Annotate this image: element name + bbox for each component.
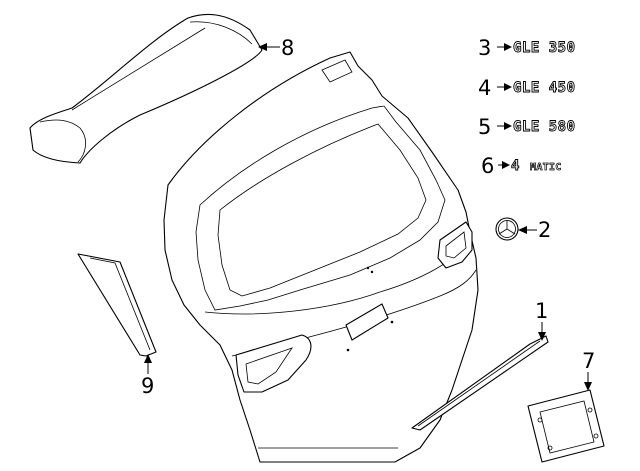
spoiler-part [29, 13, 263, 164]
callout-3: 3 [478, 36, 491, 60]
badge-gle350: GLE 350 [513, 40, 576, 56]
callout-9: 9 [141, 374, 154, 398]
badge-gle450: GLE 450 [513, 80, 576, 96]
callout-6: 6 [481, 154, 494, 178]
callout-2: 2 [538, 218, 551, 242]
callout-7: 7 [582, 349, 595, 373]
callout-1: 1 [535, 299, 548, 323]
license-bracket-part [527, 389, 605, 463]
liftgate-part [163, 51, 479, 463]
badge-4matic-text: MATIC [530, 162, 562, 173]
callout-8: 8 [281, 36, 294, 60]
callout-5: 5 [478, 115, 491, 139]
leader-lines [144, 43, 592, 391]
molding-part [411, 335, 549, 431]
callout-4: 4 [478, 76, 491, 100]
trim-panel-part [77, 253, 157, 357]
badge-gle580: GLE 580 [513, 119, 576, 135]
star-emblem-part [495, 217, 519, 241]
badge-4matic-numeral: 4 [511, 158, 520, 174]
